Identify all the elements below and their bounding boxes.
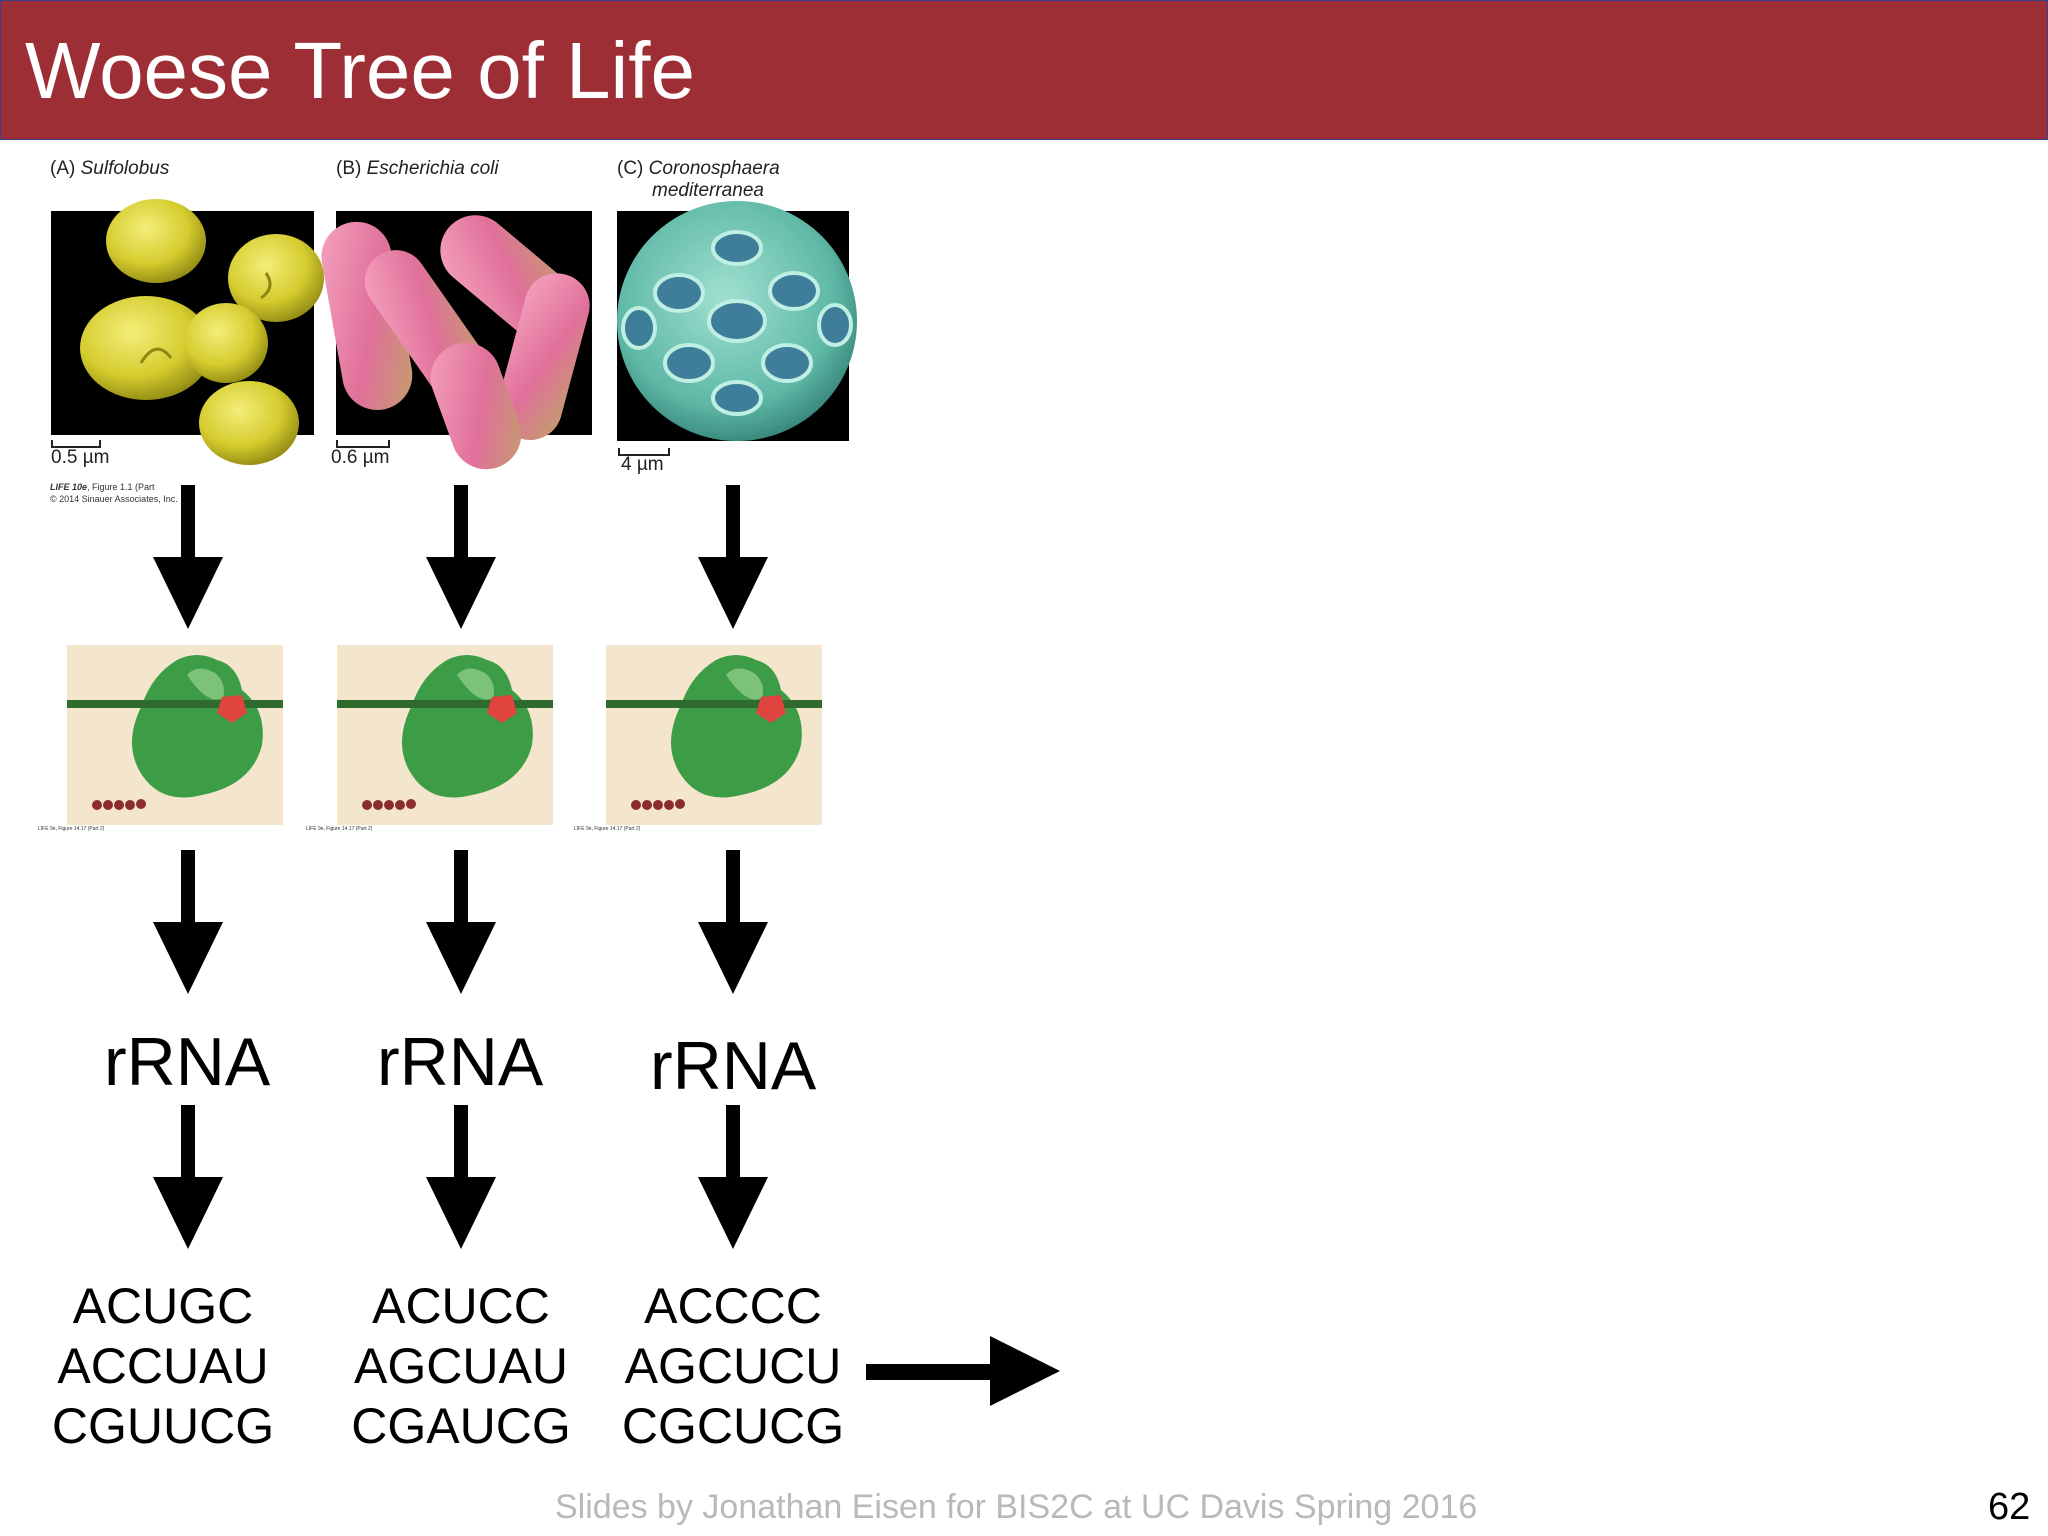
sequence-line: CGAUCG	[351, 1398, 571, 1454]
slide-title: Woese Tree of Life	[25, 26, 695, 115]
ribosome-illustration	[337, 645, 553, 825]
page-number: 62	[1988, 1486, 2031, 1528]
sequence-block-a: ACUGC ACCUAU CGUUCG	[38, 1276, 288, 1456]
rrna-label: rRNA	[650, 1028, 817, 1104]
panel-b-organism: Escherichia coli	[366, 158, 499, 179]
down-arrow-icon	[426, 850, 496, 994]
down-arrow-icon	[153, 485, 223, 629]
sequence-block-b: ACUCC AGCUAU CGAUCG	[336, 1276, 586, 1456]
ribosome-illustration	[606, 645, 822, 825]
right-arrow-icon	[866, 1336, 1060, 1406]
sequence-line: ACUGC	[72, 1278, 254, 1334]
panel-b-letter: (B)	[336, 158, 362, 179]
scale-bar-b	[336, 440, 390, 448]
sequence-line: CGUUCG	[51, 1398, 275, 1454]
down-arrow-icon	[153, 1105, 223, 1249]
rrna-label: rRNA	[104, 1024, 271, 1100]
panel-c-letter: (C)	[617, 158, 644, 179]
ribosome-caption: LIFE 9e, Figure 14.17 (Part 2)	[38, 826, 105, 832]
down-arrow-icon	[426, 1105, 496, 1249]
sequence-line: ACCUAU	[57, 1338, 269, 1394]
ribosome-caption: LIFE 9e, Figure 14.17 (Part 2)	[306, 826, 373, 832]
sequence-line: ACCCC	[644, 1278, 822, 1334]
figure-credit: LIFE 10e, Figure 1.1 (Part © 2014 Sinaue…	[50, 481, 178, 505]
footer-credit: Slides by Jonathan Eisen for BIS2C at UC…	[555, 1488, 1478, 1526]
down-arrow-icon	[698, 1105, 768, 1249]
sequence-line: ACUCC	[372, 1278, 550, 1334]
panel-c-caption: (C) Coronosphaera mediterranea	[617, 158, 780, 202]
title-bar: Woese Tree of Life	[0, 0, 2048, 140]
credit-source: LIFE 10e	[50, 482, 88, 492]
panel-c-organism-line2: mediterranea	[652, 180, 764, 201]
down-arrow-icon	[426, 485, 496, 629]
down-arrow-icon	[698, 485, 768, 629]
scale-label-b: 0.6 µm	[331, 447, 390, 468]
down-arrow-icon	[153, 850, 223, 994]
down-arrow-icon	[698, 850, 768, 994]
sequence-line: AGCUCU	[624, 1338, 842, 1394]
micrograph-coronosphaera	[617, 201, 857, 441]
panel-a-caption: (A) Sulfolobus	[50, 158, 169, 180]
scale-label-c: 4 µm	[621, 454, 664, 475]
credit-figure: , Figure 1.1 (Part	[87, 482, 155, 492]
sequence-line: CGCUCG	[621, 1398, 845, 1454]
scale-bar-c	[618, 448, 670, 456]
ribosome-caption: LIFE 9e, Figure 14.17 (Part 2)	[574, 826, 641, 832]
panel-a-organism: Sulfolobus	[80, 158, 170, 179]
micrograph-sulfolobus	[51, 199, 324, 465]
sequence-line: AGCUAU	[354, 1338, 568, 1394]
panel-a-letter: (A)	[50, 158, 76, 179]
panel-c-organism: Coronosphaera	[648, 158, 780, 179]
credit-copyright: © 2014 Sinauer Associates, Inc.	[50, 494, 178, 504]
panel-b-caption: (B) Escherichia coli	[336, 158, 499, 180]
scale-bar-a	[51, 440, 101, 448]
micrograph-ecoli	[321, 211, 592, 470]
rrna-label: rRNA	[377, 1024, 544, 1100]
ribosome-illustration	[67, 645, 283, 825]
sequence-block-c: ACCCC AGCUCU CGCUCG	[608, 1276, 858, 1456]
scale-label-a: 0.5 µm	[51, 447, 110, 468]
